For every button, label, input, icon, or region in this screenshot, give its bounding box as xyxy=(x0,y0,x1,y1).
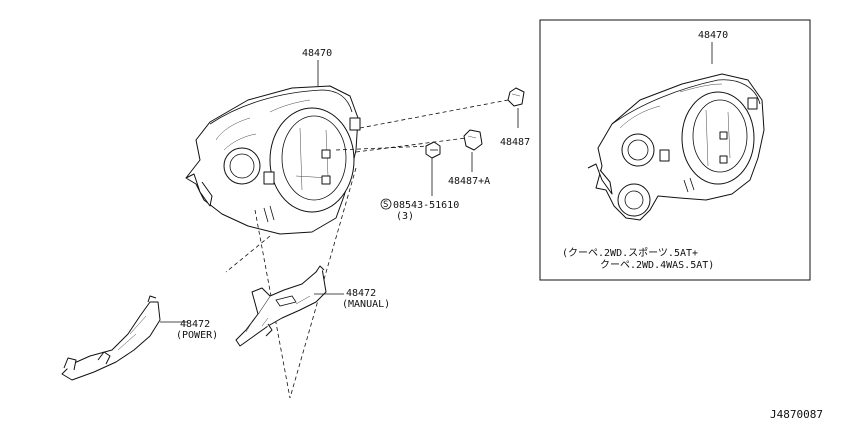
column-cover-upper xyxy=(185,85,361,235)
screw-symbol-icon xyxy=(380,198,392,210)
label-lower-manual-part: 48472 xyxy=(346,288,376,299)
label-clip-upper: 48487 xyxy=(500,137,530,148)
screw-symbol: S xyxy=(383,200,388,210)
label-clip-lower: 48487+A xyxy=(448,176,490,187)
label-lower-power-part: 48472 xyxy=(180,319,210,330)
screw-08543-51610 xyxy=(425,141,441,159)
inset-note-line2: クーペ.2WD.4WAS.5AT) xyxy=(600,259,714,271)
clip-48487 xyxy=(507,87,525,107)
label-lower-manual-note: (MANUAL) xyxy=(342,299,390,310)
column-cover-inset xyxy=(587,73,765,221)
label-inset-cover: 48470 xyxy=(698,30,728,41)
clip-48487-a xyxy=(463,129,483,151)
label-lower-power-note: (POWER) xyxy=(176,330,218,341)
label-screw-qty: (3) xyxy=(396,211,414,222)
column-cover-lower-manual xyxy=(235,265,327,347)
column-cover-lower-power xyxy=(61,295,161,381)
diagram-id: J4870087 xyxy=(770,408,823,421)
inset-note-line1: (クーペ.2WD.スポーツ.5AT+ xyxy=(562,247,698,259)
variant-inset-box xyxy=(539,19,811,281)
label-screw-code: 08543-51610 xyxy=(393,200,459,211)
label-main-cover: 48470 xyxy=(302,48,332,59)
